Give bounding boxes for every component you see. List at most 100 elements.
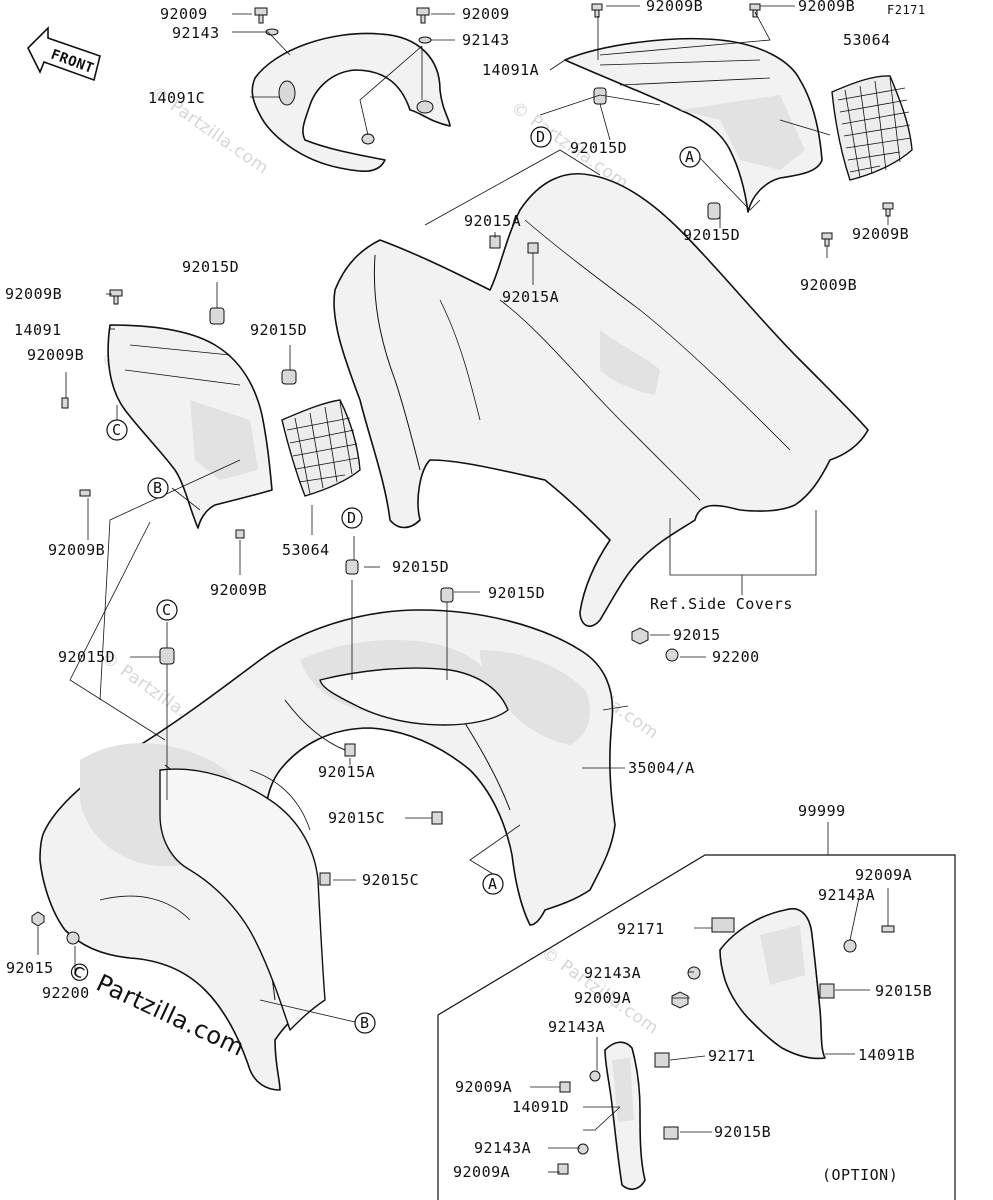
- callout-b: B: [360, 1014, 370, 1032]
- bushing-icon: [345, 559, 359, 575]
- option-kit-label: 99999: [798, 802, 846, 820]
- part-label: 92015D: [570, 139, 627, 157]
- part-labels: 92009 92143 14091C 92009 92143 92009B 92…: [5, 0, 932, 1181]
- fender-upper: [333, 173, 869, 627]
- screw-icon: [591, 3, 603, 18]
- part-label: 92009B: [210, 581, 267, 599]
- leader-lines: [37, 5, 889, 1173]
- part-label: 35004/A: [628, 759, 695, 777]
- ref-side-covers-label: Ref.Side Covers: [650, 595, 793, 613]
- part-label: 92015A: [318, 763, 375, 781]
- part-label: 92009A: [453, 1163, 510, 1181]
- washer-icon: [589, 1070, 601, 1082]
- washer-icon: [687, 966, 701, 980]
- bushing-icon: [707, 202, 721, 220]
- nut-icon: [31, 911, 45, 927]
- grille-53064-right: [831, 75, 913, 181]
- part-label: 92009B: [5, 285, 62, 303]
- part-label: 92015D: [683, 226, 740, 244]
- part-label: 92015A: [464, 212, 521, 230]
- part-label: 53064: [843, 31, 891, 49]
- screw-icon: [109, 289, 123, 305]
- part-label: 92171: [617, 920, 665, 938]
- washer-icon: [843, 939, 857, 953]
- part-label: 92009B: [852, 225, 909, 243]
- bushing-icon: [440, 587, 454, 603]
- bushing-icon: [281, 369, 297, 385]
- mudflap-14091d: [604, 1041, 646, 1190]
- callout-d: D: [536, 128, 546, 146]
- screw-icon: [559, 1081, 571, 1093]
- part-label: 92009B: [27, 346, 84, 364]
- part-label: 92015C: [328, 809, 385, 827]
- callout-a: A: [685, 148, 695, 166]
- part-label: 92015: [673, 626, 721, 644]
- bushing-icon: [159, 647, 175, 665]
- part-label: 92143: [172, 24, 220, 42]
- part-label: 92009B: [646, 0, 703, 15]
- bushing-icon: [209, 307, 225, 325]
- part-label: 92143A: [584, 964, 641, 982]
- part-label: 14091D: [512, 1098, 569, 1116]
- part-label: 92200: [712, 648, 760, 666]
- screw-icon: [749, 3, 761, 18]
- screw-icon: [881, 925, 895, 933]
- option-label: (OPTION): [822, 1166, 898, 1184]
- screw-icon: [235, 529, 245, 539]
- washer-icon: [66, 931, 80, 945]
- part-label: 53064: [282, 541, 330, 559]
- screw-icon: [557, 1163, 569, 1175]
- part-label: 92009: [462, 5, 510, 23]
- clip-icon: [344, 743, 356, 757]
- part-label: 92009B: [48, 541, 105, 559]
- callout-d: D: [347, 509, 357, 527]
- clip-icon: [319, 872, 331, 886]
- part-label: 92015D: [488, 584, 545, 602]
- callout-c: C: [162, 601, 172, 619]
- clip-icon: [819, 983, 835, 999]
- grille-53064-left: [281, 399, 361, 497]
- callout-b: B: [153, 479, 163, 497]
- diagram-code: F2171: [887, 3, 926, 17]
- panel-14091a: [564, 37, 823, 213]
- panel-14091: [107, 324, 273, 529]
- clip-icon: [431, 811, 443, 825]
- callout-c: C: [112, 421, 122, 439]
- part-label: 92015D: [58, 648, 115, 666]
- part-label: 92009B: [798, 0, 855, 15]
- part-label: 92015C: [362, 871, 419, 889]
- screw-icon: [821, 232, 833, 247]
- clip-icon: [663, 1126, 679, 1140]
- fender-35004a: [39, 609, 616, 1091]
- bracket-icon: [711, 917, 735, 933]
- screw-icon: [79, 489, 91, 497]
- mudflap-14091b: [719, 908, 826, 1060]
- part-label: 14091B: [858, 1046, 915, 1064]
- part-label: 92015D: [182, 258, 239, 276]
- screw-icon: [61, 397, 69, 409]
- screw-icon: [416, 7, 430, 24]
- callout-a: A: [488, 875, 498, 893]
- part-label: 92200: [42, 984, 90, 1002]
- part-label: 92143A: [818, 886, 875, 904]
- part-label: 92009A: [855, 866, 912, 884]
- nut-icon: [671, 991, 689, 1009]
- part-label: 92009A: [455, 1078, 512, 1096]
- washer-icon: [577, 1143, 589, 1155]
- part-label: 92143A: [548, 1018, 605, 1036]
- part-label: 92009A: [574, 989, 631, 1007]
- bracket-icon: [654, 1052, 670, 1068]
- screw-icon: [882, 202, 894, 217]
- part-label: 92009: [160, 5, 208, 23]
- callouts: D A C B D C A B: [106, 126, 701, 1034]
- part-label: 92009B: [800, 276, 857, 294]
- part-label: 92015: [6, 959, 54, 977]
- cover-14091c: [251, 32, 451, 172]
- part-label: 92015D: [392, 558, 449, 576]
- part-label: 92015A: [502, 288, 559, 306]
- part-label: 14091A: [482, 61, 539, 79]
- washer-icon: [418, 36, 432, 44]
- clip-icon: [527, 242, 539, 254]
- front-arrow: FRONT: [27, 26, 101, 82]
